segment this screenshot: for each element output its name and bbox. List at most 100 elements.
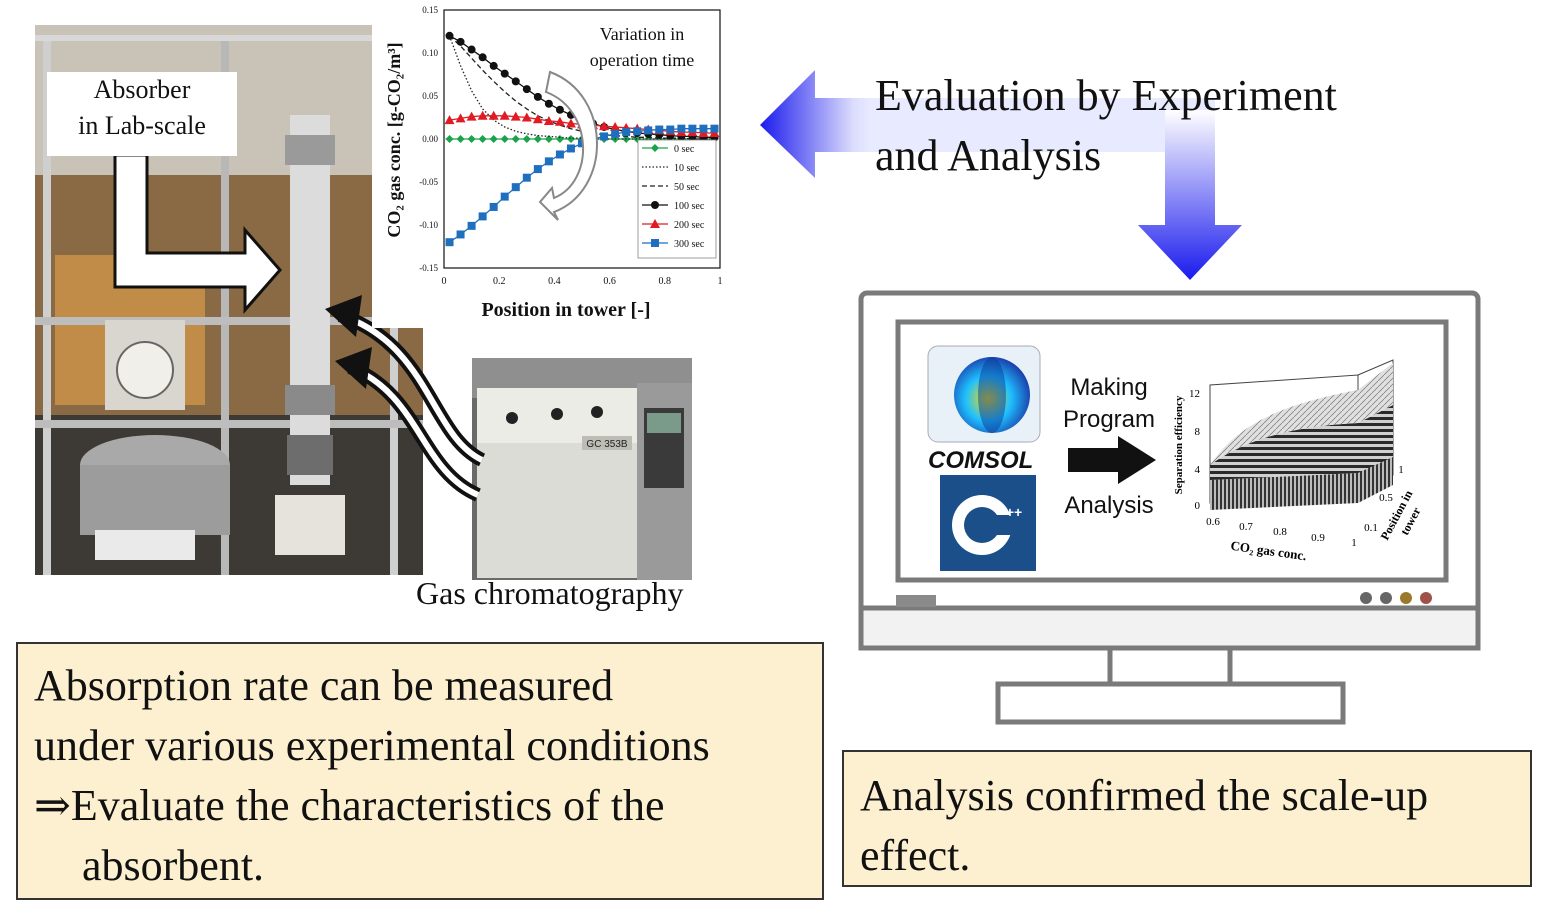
chart-y-tick-label: 0.10 — [422, 48, 438, 58]
chart-point — [666, 125, 675, 134]
chart-point — [456, 37, 465, 46]
sampling-arrows — [325, 295, 486, 502]
chart-point — [566, 135, 575, 143]
gc-model-text: GC 353B — [586, 439, 627, 450]
evaluation-arrows — [760, 70, 1242, 280]
chart-point — [467, 45, 476, 54]
chart-point — [499, 110, 510, 120]
chart-y-tick-label: -0.10 — [419, 220, 438, 230]
chart-point — [511, 77, 520, 86]
right-note-line2: effect. — [860, 831, 971, 880]
chart-point — [543, 115, 554, 125]
comsol-logo — [927, 345, 1041, 443]
chart-point — [599, 121, 610, 131]
chart-legend-label: 10 sec — [674, 163, 700, 174]
chart-point — [655, 125, 664, 134]
absorber-label-line2: in Lab-scale — [78, 111, 206, 140]
right-arrow-icon — [1068, 436, 1156, 484]
chart-point — [510, 111, 521, 121]
chart-point — [544, 99, 553, 108]
plot3d-x-tick: 0.6 — [1206, 516, 1220, 528]
chart-point — [651, 201, 659, 209]
evaluation-line1: Evaluation by Experiment — [875, 71, 1337, 120]
chart-point — [500, 69, 509, 78]
chart-point — [522, 135, 531, 143]
chart-x-tick-label: 0.2 — [493, 276, 506, 287]
chart-point — [445, 135, 454, 143]
making-program-label: Making Program — [1058, 372, 1160, 436]
chart-point — [533, 92, 542, 101]
chart-point — [622, 128, 631, 137]
cpp-plus-text: ++ — [1006, 504, 1022, 520]
chart-point — [633, 127, 642, 136]
chart-x-axis-label: Position in tower [-] — [481, 299, 650, 321]
chart-point — [650, 219, 660, 228]
analysis-note-box: Analysis confirmed the scale-up effect. — [842, 750, 1532, 887]
chart-point — [644, 126, 653, 135]
chart-point — [478, 53, 487, 62]
chart-point — [445, 238, 454, 247]
experiment-note-box: Absorption rate can be measured under va… — [16, 642, 824, 900]
chart-y-tick-label: 0.15 — [422, 5, 438, 15]
chart-point — [478, 212, 487, 221]
chart-point — [677, 124, 686, 133]
chart-x-tick-label: 0.6 — [603, 276, 616, 287]
plot3d-x-label: CO₂ gas conc. — [1230, 538, 1308, 563]
chart-point — [522, 173, 531, 182]
chart-point — [467, 135, 476, 143]
plot3d-y-tick: 0.5 — [1379, 492, 1393, 504]
chart-annotation-line1: Variation in — [600, 24, 684, 44]
left-note-line3: ⇒Evaluate the characteristics of the — [34, 781, 665, 830]
chart-point — [651, 144, 659, 152]
chart-point — [533, 135, 542, 143]
plot3d-z-tick: 0 — [1195, 500, 1201, 512]
absorber-label: Absorber in Lab-scale — [47, 72, 237, 156]
making-line2: Program — [1062, 406, 1156, 433]
chart-point — [521, 112, 532, 122]
chart-point — [500, 192, 509, 201]
chart-point — [478, 135, 487, 143]
chart-point — [500, 135, 509, 143]
chart-point — [489, 202, 498, 211]
comsol-label: COMSOL — [928, 447, 1034, 474]
chart-point — [489, 61, 498, 70]
chart-point — [532, 114, 543, 124]
chart-x-tick-label: 0.4 — [548, 276, 561, 287]
chart-legend-label: 300 sec — [674, 239, 705, 250]
chart-point — [455, 113, 466, 123]
chart-point — [610, 121, 621, 131]
chart-legend-box — [637, 139, 717, 259]
chart-point — [710, 124, 719, 133]
left-note-line4: absorbent. — [82, 841, 265, 890]
chart-point — [533, 165, 542, 174]
chart-x-tick-label: 1 — [718, 276, 723, 287]
cpp-logo: ++ — [940, 475, 1036, 571]
chart-point — [456, 135, 465, 143]
chart-x-tick-label: 0 — [442, 276, 447, 287]
chart-point — [699, 124, 708, 133]
left-note-line2: under various experimental conditions — [34, 721, 710, 770]
absorber-label-line1: Absorber — [93, 75, 191, 104]
chart-point — [544, 135, 553, 143]
gas-chromatograph-photo: GC 353B — [472, 358, 692, 580]
plot3d-x-tick: 0.9 — [1311, 532, 1325, 544]
plot3d-z-tick: 12 — [1189, 388, 1200, 400]
right-note-line1: Analysis confirmed the scale-up — [860, 771, 1429, 820]
chart-y-tick-label: 0.00 — [422, 134, 438, 144]
chart-annotation-line2: operation time — [590, 50, 694, 70]
chart-legend-label: 100 sec — [674, 201, 705, 212]
plot3d-z-tick: 8 — [1195, 426, 1201, 438]
left-note-line1: Absorption rate can be measured — [34, 661, 614, 710]
chart-point — [565, 118, 576, 128]
gas-chromatography-caption: Gas chromatography — [416, 575, 684, 611]
plot3d-x-tick: 0.7 — [1239, 521, 1253, 533]
chart-point — [477, 110, 488, 120]
chart-point — [555, 105, 564, 114]
chart-point — [511, 183, 520, 192]
plot3d-y-tick: 0.1 — [1364, 522, 1378, 534]
making-line1: Making — [1070, 374, 1148, 401]
chart-point — [467, 221, 476, 230]
chart-point — [489, 135, 498, 143]
